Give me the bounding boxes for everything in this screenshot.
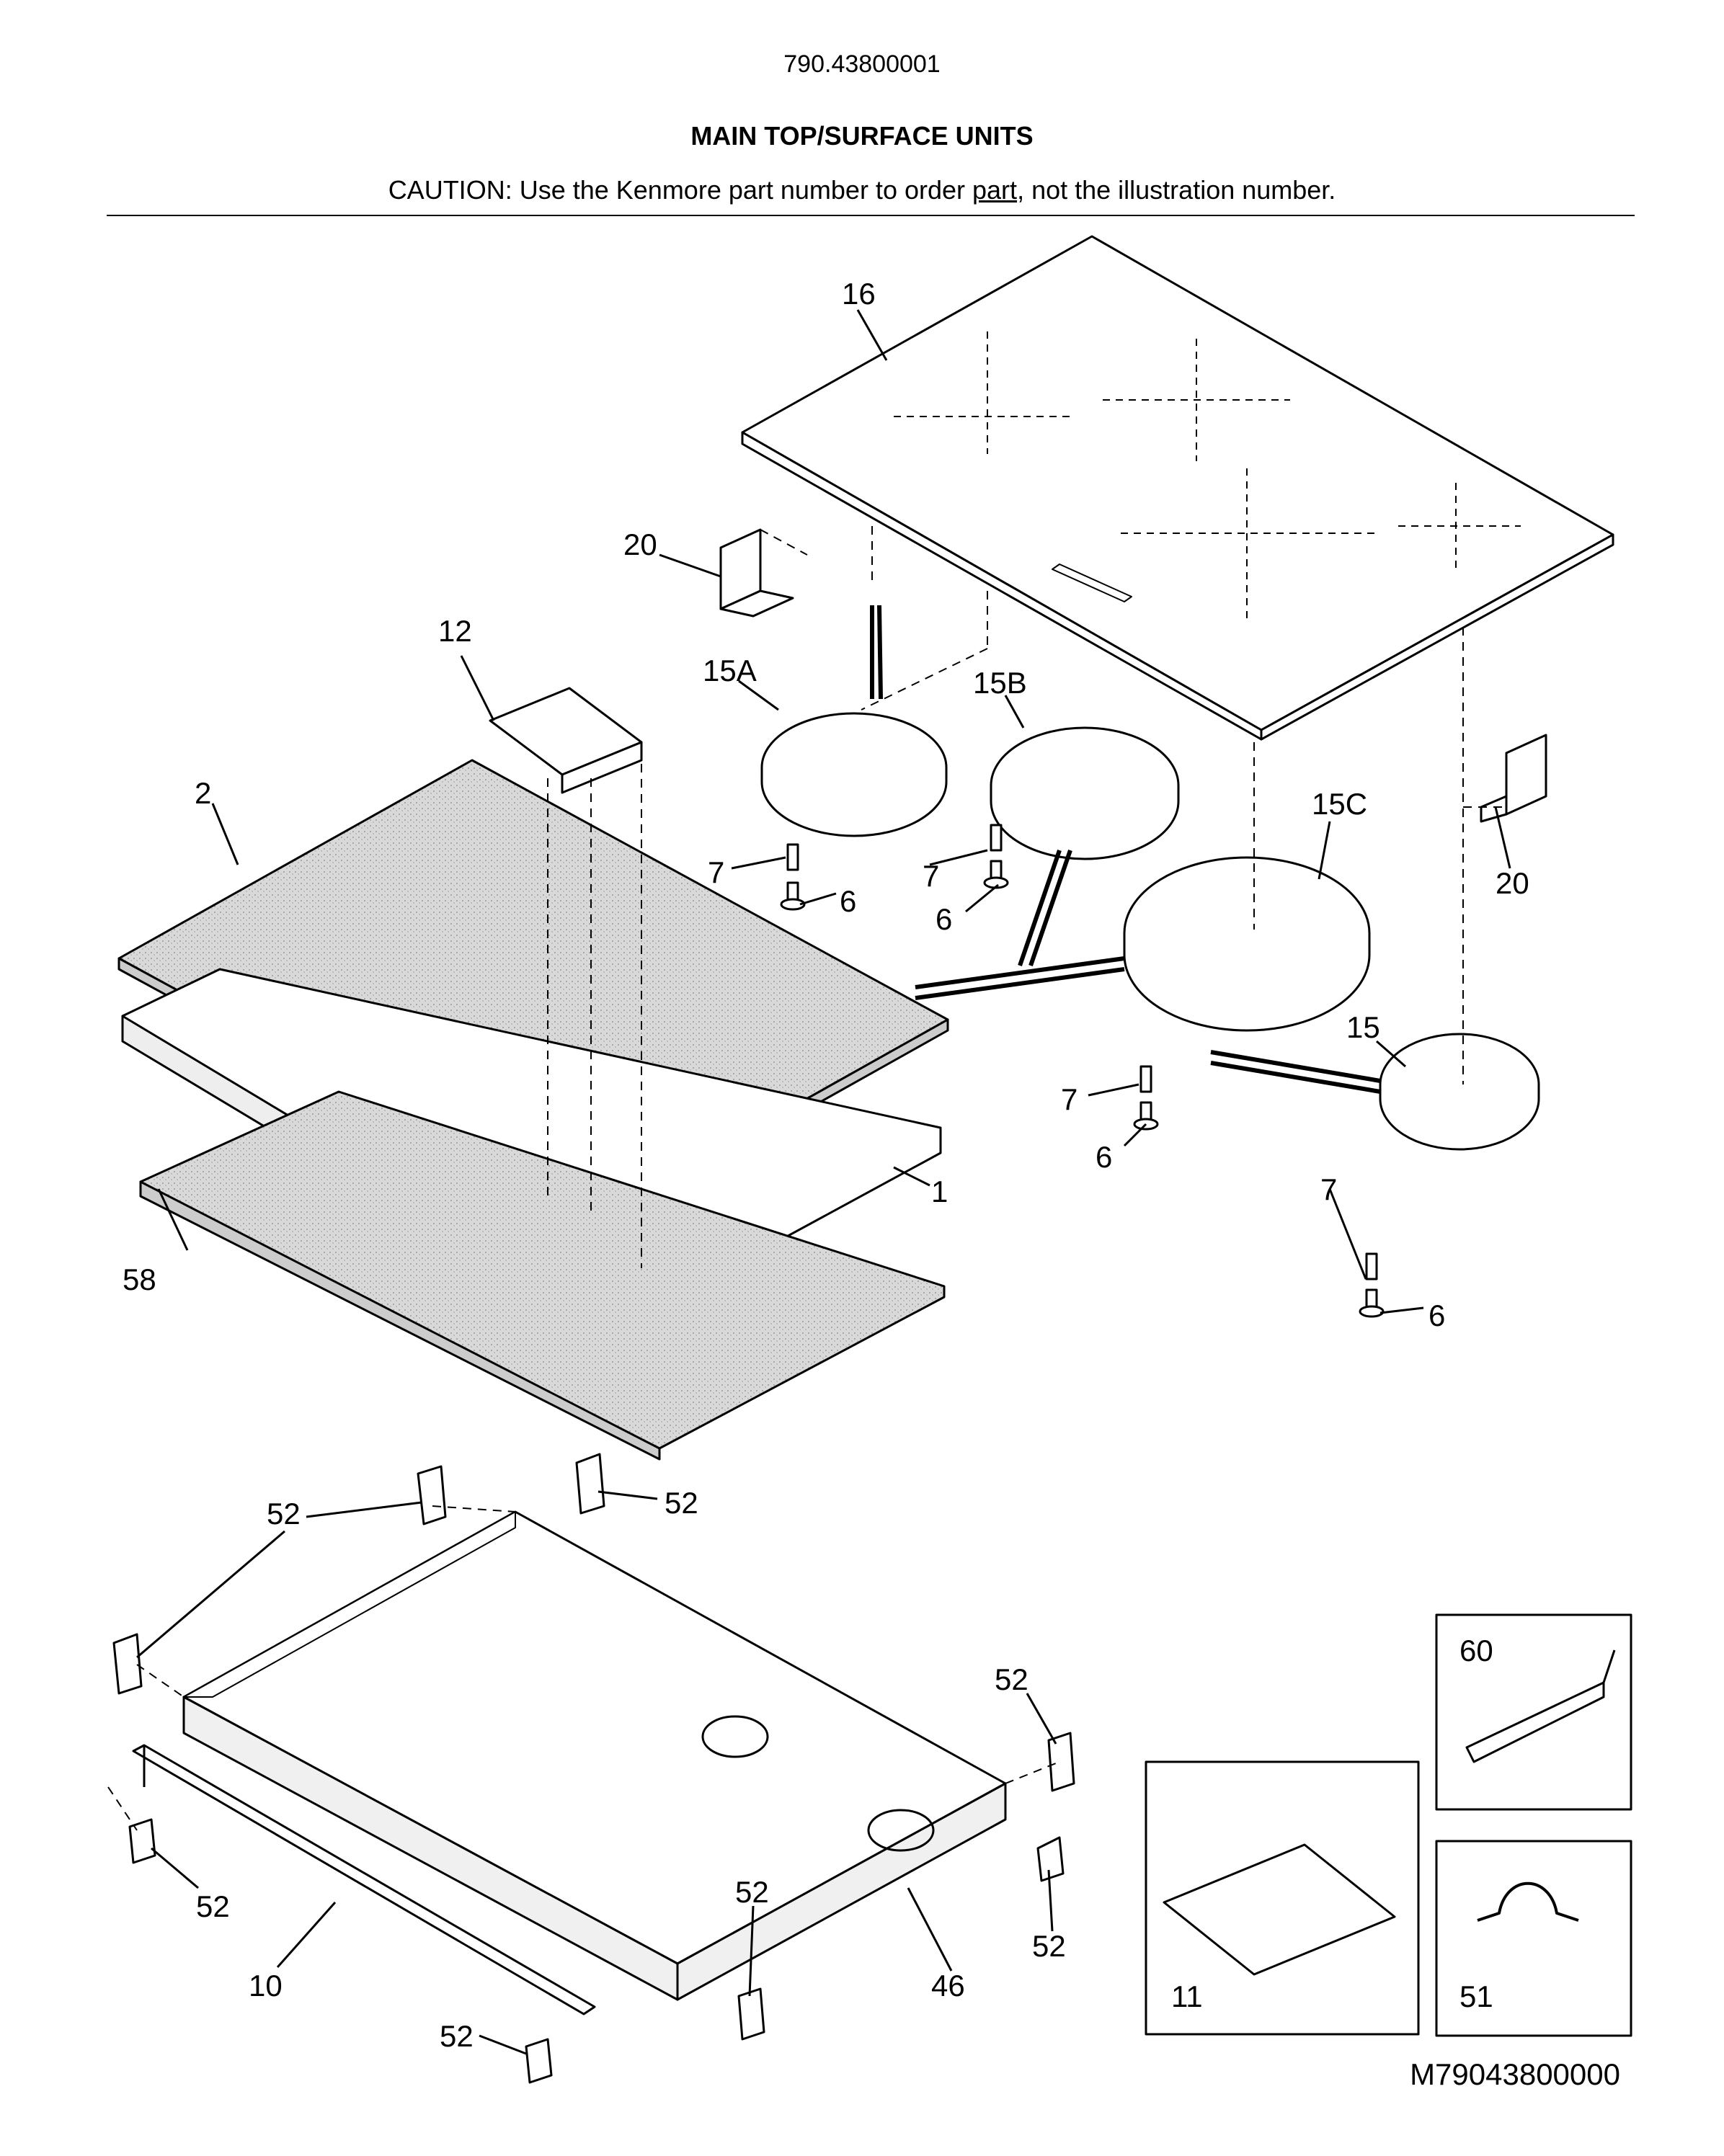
header-divider	[107, 215, 1635, 216]
part-12-bracket	[489, 687, 643, 794]
callout-7-d: 7	[1320, 1172, 1337, 1206]
callout-7-b: 7	[923, 859, 939, 893]
alignment-dash-lines	[107, 526, 1506, 1831]
callout-20-right: 20	[1496, 866, 1529, 900]
page-title: MAIN TOP/SURFACE UNITS	[690, 121, 1034, 151]
callout-10: 10	[249, 1969, 283, 2003]
callout-51: 51	[1459, 1979, 1493, 2013]
callout-20-left: 20	[623, 527, 657, 561]
caution-text: CAUTION: Use the Kenmore part number to …	[388, 175, 973, 205]
caution-underlined-word: part	[972, 175, 1018, 205]
callout-11: 11	[1171, 1979, 1203, 2013]
part-15b-element	[990, 726, 1180, 966]
callout-52-d: 52	[196, 1889, 230, 1923]
callout-46: 46	[931, 1969, 965, 2003]
model-code: M79043800000	[1410, 2057, 1620, 2091]
part-15a-element	[760, 605, 948, 837]
part-15c-element	[915, 856, 1371, 1032]
part-11-bracket	[1163, 1843, 1396, 1976]
callout-58: 58	[123, 1262, 156, 1296]
caution-note: CAUTION: Use the Kenmore part number to …	[0, 175, 1724, 205]
callout-15a: 15A	[703, 654, 757, 687]
part-20-bracket-left	[719, 528, 794, 618]
callout-7-a: 7	[708, 855, 724, 889]
callout-1: 1	[931, 1175, 948, 1208]
callout-6-b: 6	[936, 902, 952, 936]
callout-2: 2	[195, 776, 211, 810]
part-20-bracket-right	[1480, 734, 1547, 823]
part-60-bracket	[1465, 1649, 1616, 1763]
callout-52-g: 52	[440, 2019, 474, 2053]
callout-15: 15	[1346, 1010, 1380, 1044]
part-51-inset-box	[1435, 1840, 1632, 2037]
part-52-clips	[112, 1453, 1075, 2084]
callout-15b: 15B	[973, 666, 1027, 700]
part-11-inset-box	[1145, 1760, 1420, 2036]
callout-52-b: 52	[665, 1486, 698, 1520]
part-15-element	[1210, 1033, 1540, 1151]
part-51-clamp	[1477, 1881, 1579, 1922]
document-number: 790.43800001	[783, 50, 941, 78]
part-46-bottom-pan	[182, 1510, 1007, 2001]
callout-52-a: 52	[267, 1497, 301, 1531]
callout-7-c: 7	[1061, 1082, 1078, 1116]
callout-52-c: 52	[995, 1662, 1028, 1696]
callout-6-c: 6	[1096, 1140, 1112, 1174]
part-58-insulation-pad	[139, 1090, 946, 1461]
callout-16: 16	[842, 277, 876, 311]
callout-15c: 15C	[1312, 787, 1367, 821]
leader-lines	[136, 309, 1511, 2055]
part-16-glass-cooktop	[741, 235, 1614, 741]
callout-6-d: 6	[1428, 1298, 1445, 1332]
caution-text-end: , not the illustration number.	[1017, 175, 1336, 205]
callout-60: 60	[1459, 1634, 1493, 1667]
callout-6-a: 6	[840, 884, 856, 918]
part-10-front-rail	[132, 1744, 596, 2015]
callout-52-f: 52	[1032, 1929, 1066, 1963]
callout-12: 12	[438, 614, 472, 648]
callout-52-e: 52	[735, 1875, 769, 1909]
part-60-inset-box	[1435, 1613, 1632, 1811]
